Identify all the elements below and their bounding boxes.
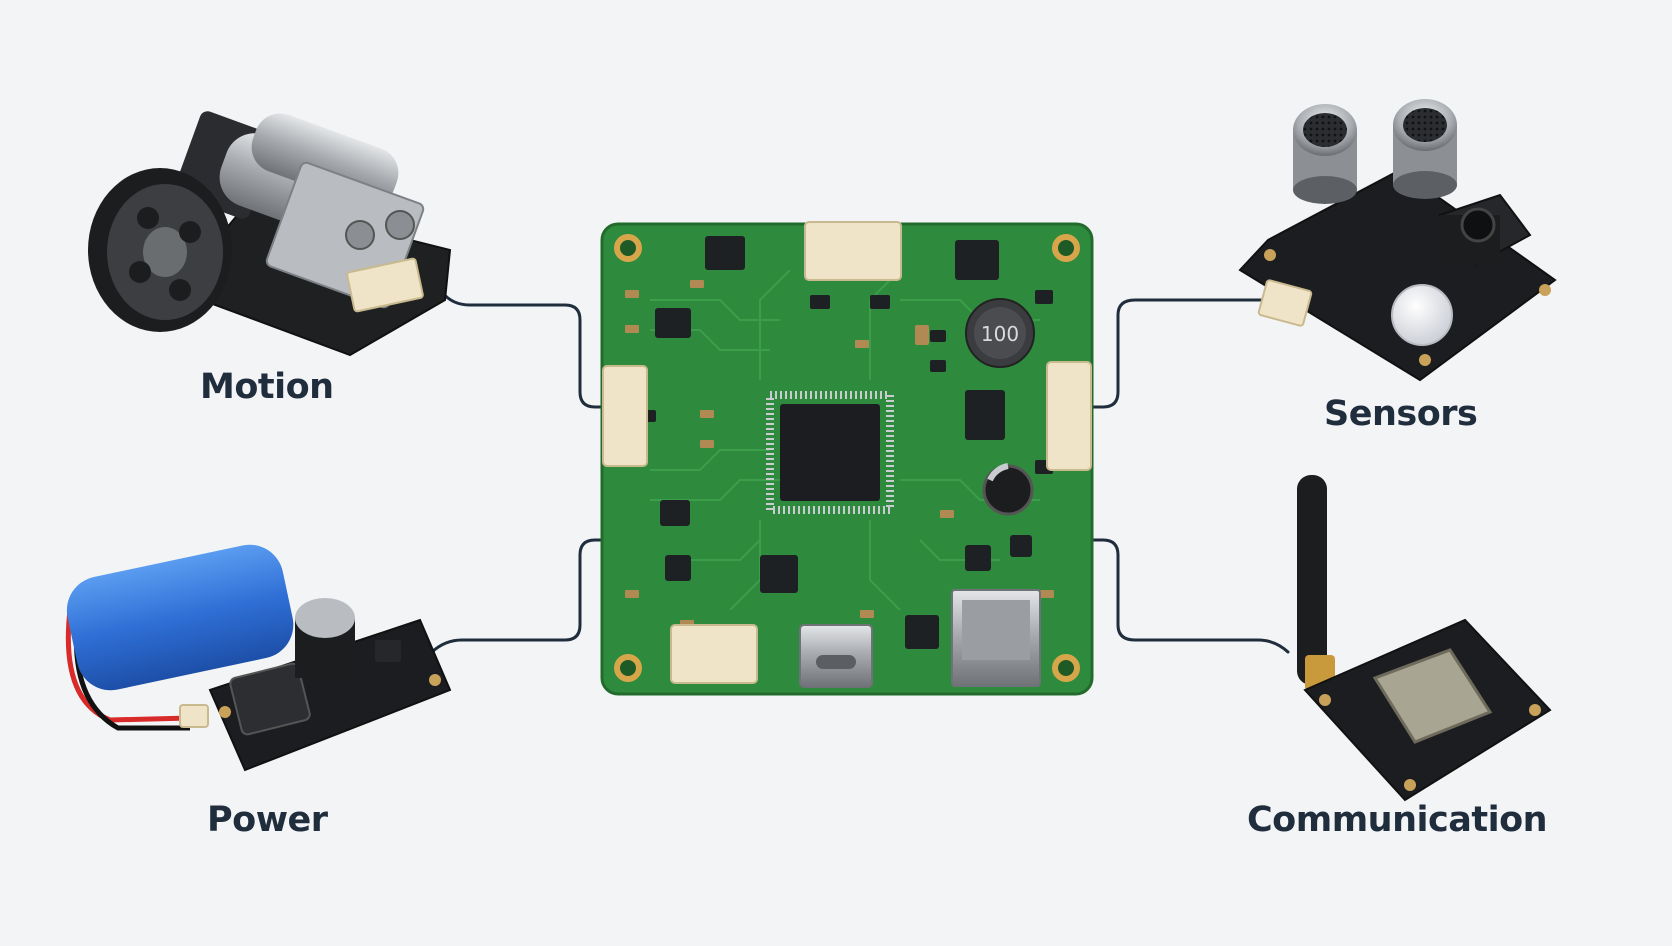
link-power — [430, 538, 607, 654]
rf-chip — [1372, 648, 1493, 744]
smd-components — [640, 236, 1053, 649]
main-controller-board: 100 — [600, 221, 1094, 696]
antenna — [1297, 475, 1327, 685]
sensors-module — [1238, 99, 1557, 382]
label-power: Power — [207, 800, 328, 840]
label-communication: Communication — [1247, 800, 1548, 840]
camera-module — [1438, 193, 1532, 267]
inductor: 100 — [965, 298, 1035, 368]
wheel — [88, 168, 232, 332]
connector-top — [804, 221, 902, 281]
inductor-marking: 100 — [981, 322, 1019, 346]
communication-module — [1297, 475, 1552, 802]
connector-bottom — [670, 624, 758, 684]
ultrasonic-sensor — [1293, 99, 1457, 204]
power-module — [65, 544, 452, 772]
connector-left — [602, 365, 648, 467]
link-sensors — [1088, 298, 1264, 409]
microcontroller-chip — [766, 391, 894, 514]
usb-c-port — [799, 624, 873, 688]
passive-components — [625, 280, 1054, 628]
label-motion: Motion — [200, 367, 334, 407]
connection-lines — [430, 290, 1290, 654]
mounting-holes — [614, 234, 1080, 682]
motion-module — [88, 111, 452, 357]
connector-right — [1046, 361, 1092, 471]
jst-connectors — [602, 221, 1092, 684]
pir-sensor — [1391, 284, 1453, 346]
sd-card-slot — [951, 589, 1041, 687]
electrolytic-capacitor — [982, 463, 1034, 516]
link-motion — [440, 290, 607, 409]
label-sensors: Sensors — [1324, 394, 1478, 434]
link-communication — [1088, 538, 1290, 654]
